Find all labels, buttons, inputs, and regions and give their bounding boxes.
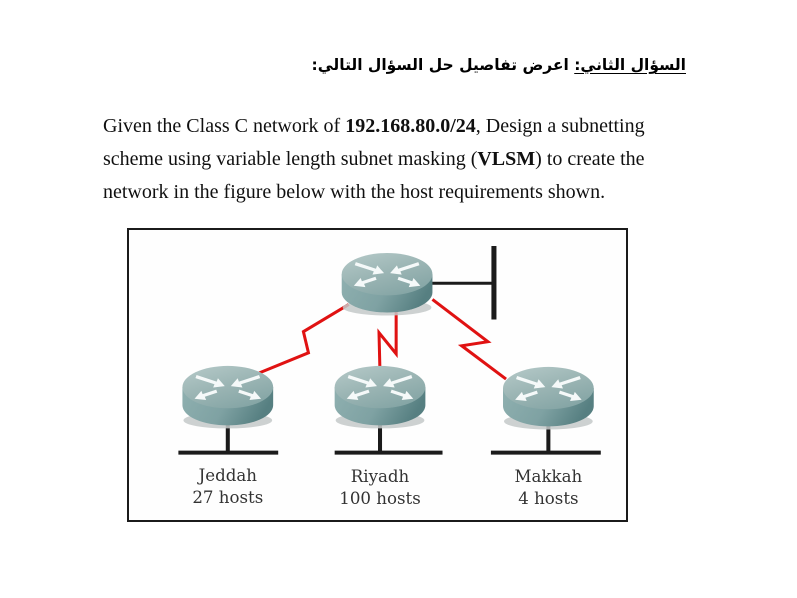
question-line: scheme using variable length subnet mask… — [103, 143, 678, 176]
heading-rest-part: اعرض تفاصيل حل السؤال التالي: — [311, 56, 575, 74]
site-label-makkah: Makkah — [515, 467, 583, 486]
serial-links — [258, 298, 507, 381]
network-diagram-svg: Jeddah 27 hosts Riyadh 100 hosts Makkah … — [178, 245, 601, 508]
site-hosts-jeddah: 27 hosts — [192, 488, 263, 507]
router-riyadh-icon — [334, 365, 426, 429]
router-hub-icon — [341, 253, 433, 316]
site-hosts-riyadh: 100 hosts — [339, 489, 420, 508]
network-figure: Jeddah 27 hosts Riyadh 100 hosts Makkah … — [127, 228, 628, 522]
serial-link-riyadh — [377, 308, 398, 375]
question-line: network in the figure below with the hos… — [103, 176, 678, 209]
heading-underlined-part: السؤال الثاني: — [574, 56, 686, 74]
question-segment: ) to create the — [535, 148, 645, 170]
site-label-riyadh: Riyadh — [351, 467, 410, 486]
router-jeddah-icon — [182, 365, 274, 429]
serial-link-makkah — [431, 298, 507, 381]
question-heading-arabic: السؤال الثاني: اعرض تفاصيل حل السؤال الت… — [312, 56, 686, 74]
question-bold-segment: 192.168.80.0/24 — [345, 115, 476, 137]
question-line: Given the Class C network of 192.168.80.… — [103, 110, 678, 143]
serial-link-jeddah — [258, 303, 350, 375]
question-segment: Given the Class C network of — [103, 115, 346, 137]
site-label-jeddah: Jeddah — [197, 466, 258, 485]
question-segment: scheme using variable length subnet mask… — [103, 148, 478, 170]
site-hosts-makkah: 4 hosts — [518, 489, 578, 508]
lan-segment-hub — [428, 245, 497, 320]
router-makkah-icon — [503, 366, 594, 430]
question-bold-segment: VLSM — [477, 148, 536, 170]
question-segment: network in the figure below with the hos… — [103, 181, 606, 203]
question-segment: , Design a subnetting — [475, 115, 645, 137]
question-text: Given the Class C network of 192.168.80.… — [103, 110, 678, 209]
